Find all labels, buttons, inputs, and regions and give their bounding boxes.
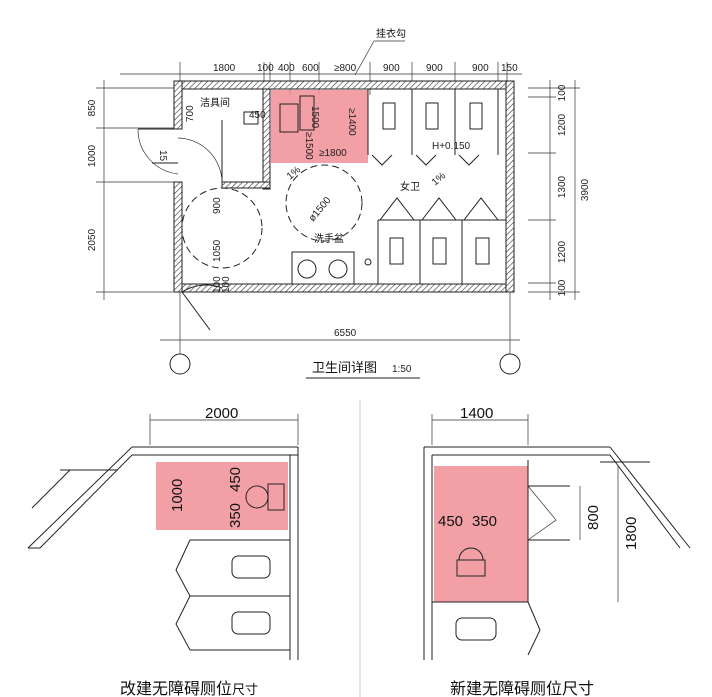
left-dim: 850 [87,99,98,116]
top-dim: 900 [472,63,489,74]
toilet-icon [475,237,490,265]
right-dim: 100 [557,279,568,296]
toilet-icon [432,237,447,265]
dim-1400: ≥1400 [346,108,357,136]
door-dim: 800 [585,505,602,530]
top-dim: 900 [383,63,400,74]
toilet-icon [455,617,497,641]
dim-900: 900 [212,197,223,214]
toilet-icon [425,102,439,130]
left-wall-upper [173,80,183,130]
top-dim: 600 [302,63,319,74]
left-dim: 2050 [87,228,98,251]
h-dim: 350 [472,513,497,530]
top-dimensions: 1800 100 400 600 ≥800 900 900 900 150 [213,63,518,74]
top-dim: ≥800 [334,63,357,74]
toilet-icon [382,102,396,130]
top-wall [173,80,515,90]
toilet-icon [389,237,404,265]
left-dim: 1000 [87,144,98,167]
left-wall-lower [173,181,183,293]
right-detail: 1400 450 350 800 1800 新建无障碍厕位尺寸 [423,405,691,697]
turning-circle [285,164,363,242]
lower-stalls [377,197,506,284]
slope-label: 1% [430,171,448,189]
right-dim: 1300 [557,175,568,198]
right-caption: 新建无障碍厕位尺寸 [450,679,594,697]
side-dim: 1800 [623,517,640,550]
accessible-stall-highlight [434,466,528,602]
top-dim: 1400 [460,405,493,422]
accessible-stall-highlight [271,90,368,163]
plan-title: 卫生间详图 [312,361,377,376]
toilet-icon [469,102,483,130]
hook-label: 挂衣勾 [376,27,406,40]
door-dim: 15 [157,150,168,162]
top-dim: 400 [278,63,295,74]
upper-stalls [367,89,499,166]
dim-1800: ≥1800 [319,148,347,159]
circle-dim: ø1500 [307,195,334,224]
right-dim: 100 [557,84,568,101]
bottom-dim: 6550 [334,328,357,339]
side-dim: 1000 [169,479,186,512]
right-dim: 1200 [557,113,568,136]
floor-plan: 挂衣勾 1800 100 400 600 ≥800 900 900 900 15… [87,27,591,379]
left-caption: 改建无障碍厕位尺寸 [120,679,258,697]
toilet-fixture [279,103,299,133]
top-dim: 1800 [213,63,236,74]
dim-1500: 1500 [309,106,320,129]
basin-label: 洗手盆 [314,232,344,245]
dim-1050: 1050 [212,239,223,262]
right-dimensions: 100 1200 1300 1200 100 3900 [557,84,591,296]
plan-scale: 1:50 [392,364,412,375]
dim-1500b: ≥1500 [303,132,314,160]
top-dim: 2000 [205,405,238,422]
toilet-icon [231,611,271,635]
v-dim: 450 [227,467,244,492]
level-label: H+0.150 [432,141,471,152]
left-detail: 2000 1000 350 450 改建无障碍厕位尺寸 [27,405,299,697]
room-label: 女卫 [400,180,420,193]
top-dim: 900 [426,63,443,74]
v-dim: 350 [227,503,244,528]
right-wall [505,80,515,293]
top-dim: 100 [257,63,274,74]
toilet-icon [231,555,271,579]
turning-circle [181,187,263,269]
axis-bubble [169,353,191,375]
right-total-dim: 3900 [580,178,591,201]
top-dim: 150 [501,63,518,74]
dim-100: 100 [212,276,223,293]
partition-wall [262,88,271,190]
dim-100: 100 [221,276,232,293]
left-dimensions: 850 1000 2050 [87,99,98,251]
janitor-label: 洁具间 [200,96,230,109]
basin-icon [328,259,348,279]
axis-bubble [499,353,521,375]
janitor-wall [221,181,271,189]
dim-700: 700 [185,105,196,122]
right-dim: 1200 [557,240,568,263]
h-dim: 450 [438,513,463,530]
toilet-icon [456,559,486,577]
basin-icon [297,259,317,279]
accessible-stall-highlight [156,462,288,530]
